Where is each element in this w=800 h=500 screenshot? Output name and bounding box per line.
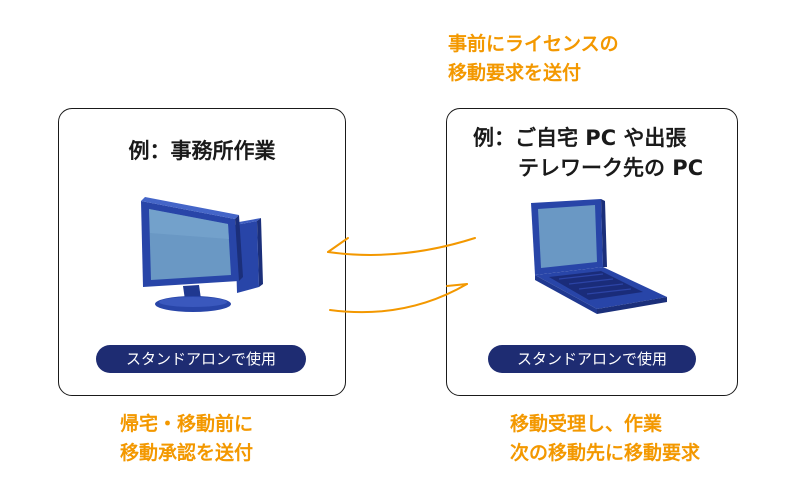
arrow-to-office	[327, 237, 476, 256]
arrow-to-remote	[329, 283, 468, 314]
remote-pc-panel: 例：ご自宅 PC や出張 テレワーク先の PC スタンドアロンで使用	[446, 108, 738, 396]
caption-move-accept: 移動受理し、作業 次の移動先に移動要求	[510, 410, 700, 468]
remote-pc-panel-title: 例：ご自宅 PC や出張 テレワーク先の PC	[473, 123, 737, 183]
caption-move-approval: 帰宅・移動前に 移動承認を送付	[120, 410, 253, 468]
laptop-icon	[531, 199, 667, 314]
title-line: テレワーク先の PC	[518, 156, 704, 180]
caption-line: 次の移動先に移動要求	[510, 442, 701, 464]
desktop-monitor-icon	[141, 197, 263, 312]
title-line: 例：ご自宅 PC や出張	[473, 126, 687, 150]
caption-line: 移動承認を送付	[120, 442, 254, 464]
remote-standalone-badge: スタンドアロンで使用	[488, 345, 696, 373]
caption-line: 事前にライセンスの	[448, 33, 619, 55]
caption-move-request: 事前にライセンスの 移動要求を送付	[448, 30, 619, 88]
caption-line: 移動受理し、作業	[510, 413, 663, 435]
office-panel-title: 例：事務所作業	[128, 139, 276, 163]
office-panel: 例：事務所作業 スタンドアロンで使用	[58, 108, 346, 396]
office-standalone-badge: スタンドアロンで使用	[96, 345, 306, 373]
caption-line: 帰宅・移動前に	[120, 413, 254, 435]
caption-line: 移動要求を送付	[448, 62, 582, 84]
